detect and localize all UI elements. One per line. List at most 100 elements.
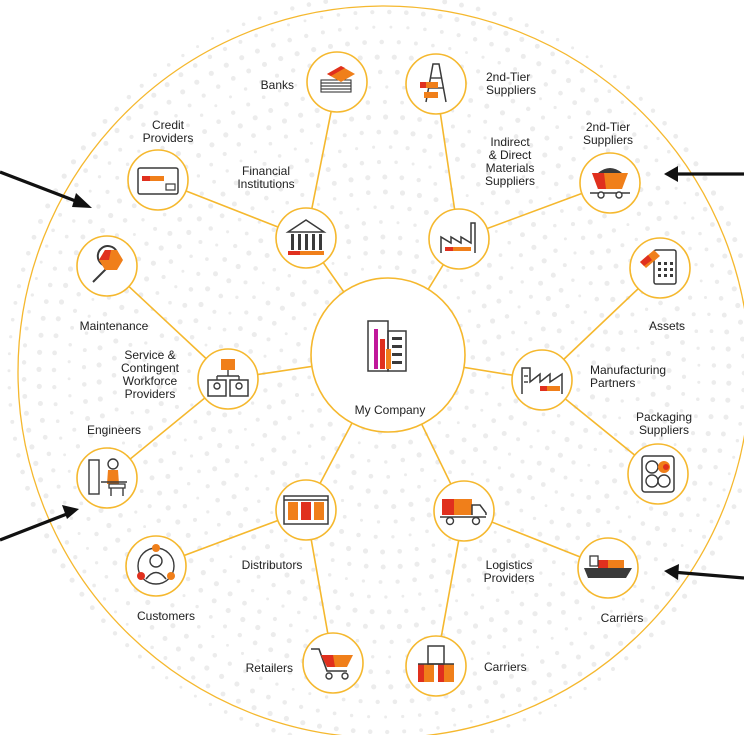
bg-dot <box>391 504 397 510</box>
bg-dot <box>475 6 481 12</box>
bg-dot <box>550 636 554 640</box>
bg-dot <box>679 409 684 413</box>
node-banks <box>306 51 368 113</box>
bg-dot <box>150 645 154 650</box>
bg-dot <box>377 265 382 269</box>
bg-dot <box>636 211 642 217</box>
bg-dot <box>277 154 282 158</box>
bg-dot <box>254 33 258 38</box>
truck-icon <box>440 499 487 526</box>
bg-dot <box>250 401 255 405</box>
bg-dot <box>188 287 194 292</box>
bg-dot <box>192 517 198 522</box>
label-maintenance: Maintenance <box>79 319 149 333</box>
bg-dot <box>619 120 625 125</box>
bg-dot <box>476 685 482 691</box>
bg-dot <box>218 344 224 349</box>
bg-dot <box>544 135 550 141</box>
bg-dot <box>97 345 103 351</box>
bg-dot <box>709 519 714 524</box>
bg-dot <box>530 221 537 228</box>
bg-dot <box>528 199 534 204</box>
bg-dot <box>157 490 163 496</box>
bg-dot <box>153 110 159 116</box>
bg-dot <box>629 430 635 436</box>
bg-dot <box>64 540 70 545</box>
bg-dot <box>563 237 567 241</box>
bg-dot <box>36 366 42 372</box>
bg-dot <box>430 619 436 625</box>
bg-dot <box>508 16 513 22</box>
bg-dot <box>535 185 539 189</box>
bg-dot <box>460 689 466 696</box>
bg-dot <box>253 266 258 271</box>
bg-dot <box>551 311 558 317</box>
bg-dot <box>347 561 352 567</box>
bg-dot <box>554 650 560 656</box>
bg-dot <box>683 147 689 153</box>
bg-dot <box>653 557 658 562</box>
bg-dot <box>20 469 25 475</box>
bg-dot <box>39 417 45 423</box>
bg-dot <box>475 182 481 187</box>
bg-dot <box>72 219 76 223</box>
bg-dot <box>648 506 654 511</box>
bg-dot <box>391 443 397 449</box>
bg-dot <box>575 535 580 541</box>
bg-dot <box>384 460 388 464</box>
bg-dot <box>550 51 555 57</box>
bg-dot <box>498 253 503 257</box>
bg-dot <box>112 390 117 395</box>
bg-dot <box>67 377 71 381</box>
bg-dot <box>349 192 354 198</box>
bg-dot <box>565 193 571 199</box>
bg-dot <box>660 620 666 626</box>
bg-dot <box>417 484 421 489</box>
bg-dot <box>300 192 305 197</box>
node-assets <box>629 237 691 299</box>
bg-dot <box>530 126 536 132</box>
bg-dot <box>502 644 507 649</box>
bg-dot <box>228 311 232 315</box>
bg-dot <box>376 160 382 165</box>
bg-dot <box>292 449 297 454</box>
bg-dot <box>21 267 26 272</box>
bg-dot <box>257 315 263 321</box>
bg-dot <box>384 715 388 719</box>
bg-dot <box>542 234 548 240</box>
bg-dot <box>294 473 300 478</box>
bg-dot <box>257 220 261 224</box>
bg-dot <box>524 321 528 325</box>
bg-dot <box>153 73 157 77</box>
bg-dot <box>130 325 135 331</box>
bg-dot <box>25 250 31 256</box>
node-circle <box>428 208 490 270</box>
bg-dot <box>331 180 337 186</box>
bg-dot <box>73 485 77 490</box>
bg-dot <box>647 201 653 207</box>
bg-dot <box>134 510 138 514</box>
bg-dot <box>251 588 255 593</box>
bg-dot <box>508 673 514 679</box>
bg-dot <box>684 563 690 569</box>
bg-dot <box>307 375 312 380</box>
bg-dot <box>740 336 744 342</box>
bg-dot <box>492 74 497 79</box>
bg-dot <box>160 145 165 151</box>
bg-dot <box>472 671 478 676</box>
calculator-icon <box>640 249 677 285</box>
bg-dot <box>536 429 540 433</box>
bg-dot <box>89 605 95 611</box>
bg-dot <box>222 151 227 157</box>
bg-dot <box>560 345 565 350</box>
bg-dot <box>486 586 491 590</box>
bg-dot <box>468 98 474 103</box>
node-manufacturing <box>511 349 573 411</box>
bg-dot <box>261 61 268 67</box>
bg-dot <box>722 488 726 492</box>
bg-dot <box>565 59 570 65</box>
bg-dot <box>362 548 369 554</box>
bg-dot <box>250 206 255 211</box>
bg-dot <box>117 424 122 429</box>
label-manufacturing: Manufacturing Partners <box>590 363 667 390</box>
